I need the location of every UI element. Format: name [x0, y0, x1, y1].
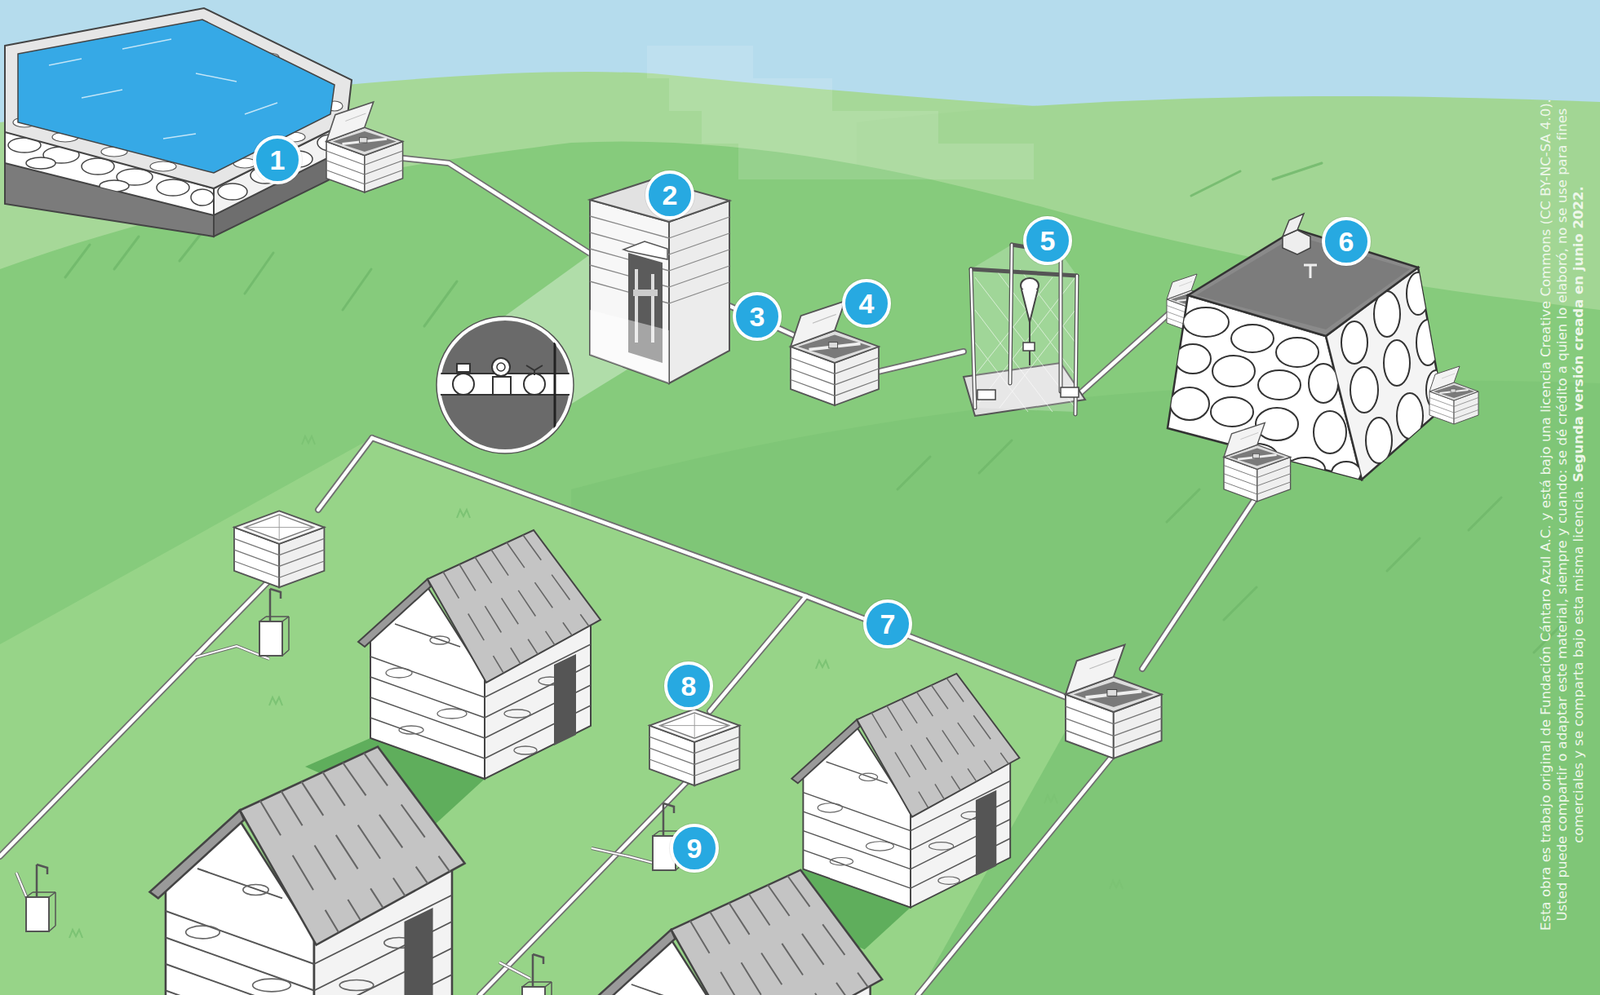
callout-number: 4 — [842, 279, 891, 328]
callout-number: 6 — [1321, 217, 1371, 266]
callout-text: 6 — [1338, 227, 1355, 256]
license-note: Esta obra es trabajo original de Fundaci… — [1537, 94, 1587, 936]
callout-number: 7 — [863, 599, 913, 649]
callout-number: 2 — [645, 170, 695, 220]
callout-text: 3 — [749, 302, 766, 331]
callout-number: 9 — [669, 824, 719, 874]
callout-text: 7 — [880, 610, 896, 639]
callout-number: 1 — [252, 135, 302, 185]
callout-text: 8 — [681, 672, 697, 701]
callout-text: 2 — [662, 181, 679, 209]
callout-text: 5 — [1040, 226, 1056, 255]
callout-number: 5 — [1023, 216, 1073, 266]
callout-number: 3 — [732, 292, 782, 342]
callout-text: 1 — [270, 146, 286, 174]
version-note: Segunda versión creada en junio 2022. — [1570, 186, 1587, 483]
callout-number: 8 — [664, 661, 714, 711]
callout-text: 4 — [859, 289, 875, 318]
callout-text: 9 — [686, 834, 703, 863]
